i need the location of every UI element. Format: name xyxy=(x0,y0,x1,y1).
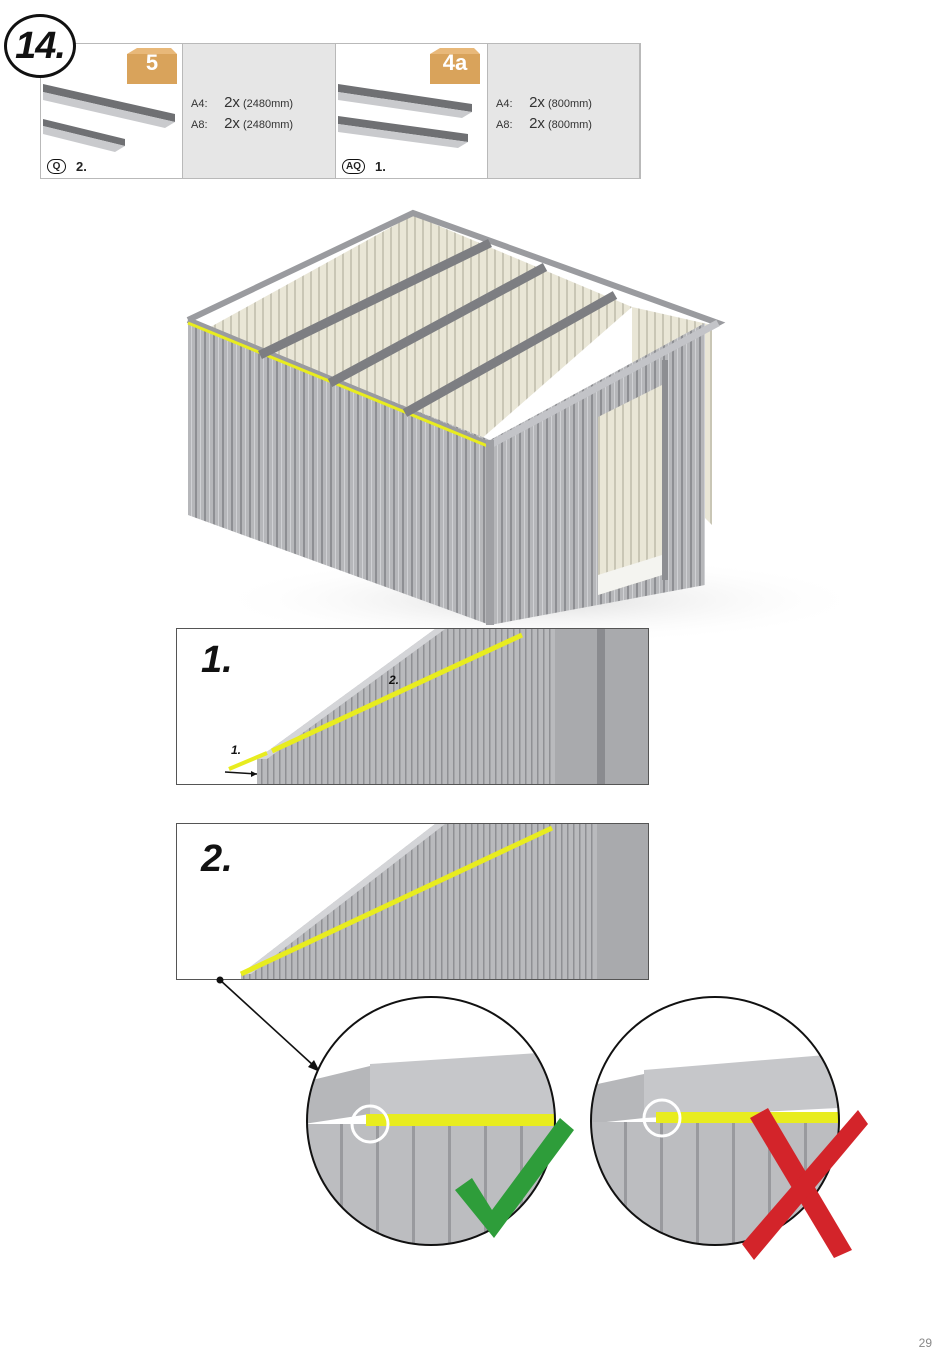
part-count: 2. xyxy=(76,159,87,174)
highlight-rail xyxy=(187,321,491,449)
cardboard-box-icon xyxy=(430,48,480,84)
detail-frame-2: 2. xyxy=(176,823,649,980)
part-q-info-cell: A4: 2x (2480mm) A8: 2x (2480mm) xyxy=(182,44,336,178)
qty-line: A4: 2x (2480mm) xyxy=(191,94,294,111)
box-number: 5 xyxy=(145,50,159,75)
qty-line: A4: 2x (800mm) xyxy=(496,94,592,111)
shed-illustration xyxy=(186,209,870,645)
qty-line: A8: 2x (2480mm) xyxy=(191,115,294,132)
part-count: 1. xyxy=(375,159,386,174)
step-number: 14. xyxy=(15,24,66,67)
connector-arrow xyxy=(216,976,320,1072)
part-code: Q 2. xyxy=(47,159,87,174)
part-code-oval: AQ xyxy=(342,159,365,174)
rail-profile-icon xyxy=(43,84,175,152)
cardboard-box-icon xyxy=(127,48,177,84)
detail-number: 2. xyxy=(201,838,233,880)
box-number: 4a xyxy=(442,50,468,75)
part-q-image-cell: 5 Q 2. xyxy=(41,44,182,178)
part-code: AQ 1. xyxy=(342,159,386,174)
parts-strip: 5 Q 2. A4: 2x (2480mm) A8: 2x (2480mm) xyxy=(40,43,641,179)
rail-profile-icon xyxy=(338,84,472,148)
qty-line: A8: 2x (800mm) xyxy=(496,115,592,132)
part-code-oval: Q xyxy=(47,159,66,174)
zoom-wrong xyxy=(590,996,840,1246)
box-4a-badge: 4a xyxy=(426,46,484,86)
callout-1: 1. xyxy=(231,743,242,757)
page-number: 29 xyxy=(918,1336,932,1350)
checkmark-icon xyxy=(455,1118,574,1238)
part-aq-image-cell: 4a AQ 1. xyxy=(336,44,487,178)
detail-frame-1: 1. 1. 2. xyxy=(176,628,649,785)
cross-icon xyxy=(742,1108,868,1260)
callout-2: 2. xyxy=(389,673,400,687)
step-number-badge: 14. xyxy=(4,14,76,78)
part-aq-info-cell: A4: 2x (800mm) A8: 2x (800mm) xyxy=(487,44,640,178)
detail-number: 1. xyxy=(201,639,233,681)
box-5-badge: 5 xyxy=(123,46,181,86)
